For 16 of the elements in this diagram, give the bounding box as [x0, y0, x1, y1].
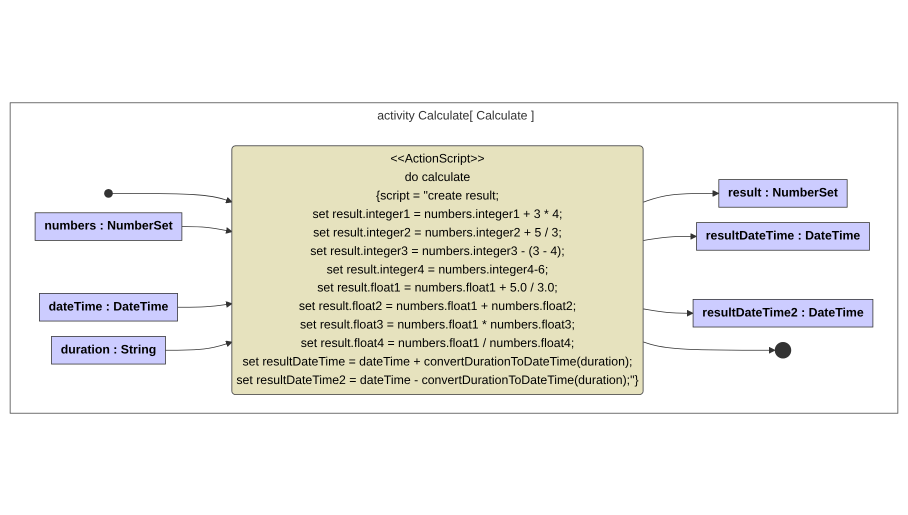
- arrow: [182, 226, 232, 234]
- arrow: [112, 192, 232, 203]
- arrow: [165, 340, 232, 350]
- node-box: resultDateTime2 : DateTime: [692, 298, 874, 327]
- node-box: dateTime : DateTime: [39, 292, 178, 321]
- arrow: [177, 300, 232, 308]
- arrow: [643, 232, 697, 240]
- node-box: numbers : NumberSet: [34, 212, 182, 240]
- node-box: resultDateTime : DateTime: [696, 222, 870, 250]
- node-box: duration : String: [51, 336, 166, 364]
- arrow: [643, 341, 776, 354]
- arrow: [643, 308, 694, 316]
- node-circle: [774, 342, 792, 358]
- node-box: result : NumberSet: [718, 178, 848, 208]
- node-circle: [104, 188, 113, 198]
- arrow: [643, 190, 720, 202]
